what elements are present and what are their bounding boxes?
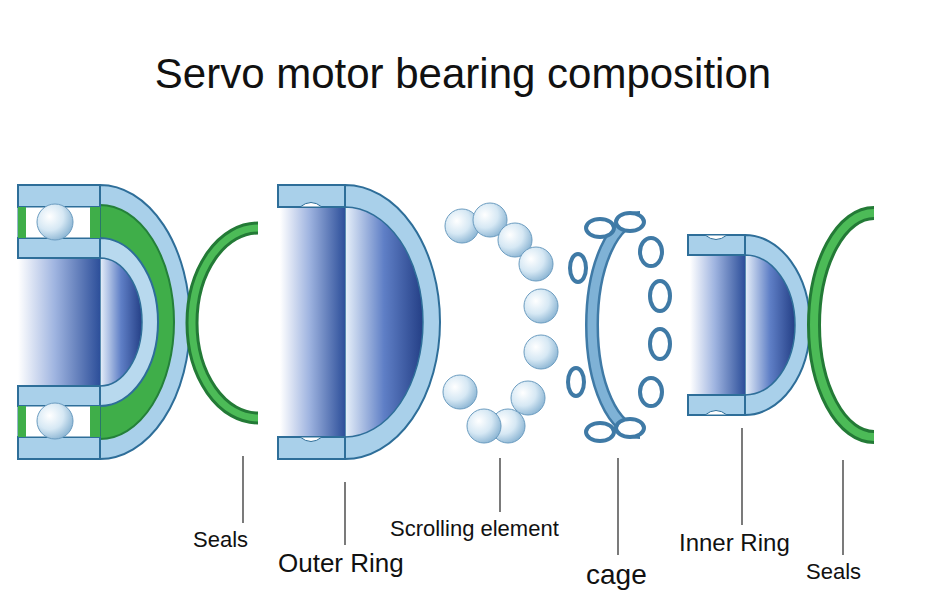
part-label: Inner Ring [679, 529, 790, 556]
cage-pocket [640, 238, 662, 266]
seal-section [18, 207, 26, 238]
diagram-title: Servo motor bearing composition [155, 50, 771, 97]
outer-ring-inside [345, 207, 423, 437]
title-holder: Servo motor bearing composition [0, 50, 926, 98]
ball [519, 247, 553, 281]
ball [467, 409, 501, 443]
leader-line [617, 458, 618, 555]
inner-ring [688, 235, 810, 415]
leader-line [242, 456, 243, 523]
outer-ring-section [18, 185, 100, 207]
bore [100, 258, 142, 386]
leader-line [741, 428, 742, 525]
outer-ring [278, 185, 440, 459]
label-holder: Outer Ring [278, 549, 404, 579]
ball [443, 375, 477, 409]
inner-ring-face [100, 238, 158, 406]
bore [745, 255, 795, 395]
outer-ring-section [18, 437, 100, 459]
part-label: Seals [806, 559, 861, 584]
raceway-groove [705, 411, 727, 416]
cage-pocket [586, 423, 614, 441]
label-holder: cage [586, 559, 647, 591]
outer-ring-face [345, 185, 440, 459]
raceway-groove [300, 437, 322, 442]
seal-ring [192, 228, 258, 418]
part-label: cage [586, 559, 647, 590]
label-holder: Inner Ring [679, 529, 790, 557]
label-holder: Seals [806, 559, 861, 584]
inner-ring-section [18, 238, 100, 258]
cage-pocket [570, 254, 586, 282]
seal-ring [814, 213, 874, 437]
seal-section [90, 406, 100, 437]
ball [524, 335, 558, 369]
ball [511, 381, 545, 415]
seal-face [192, 228, 258, 418]
seal-face [814, 213, 874, 437]
leader-line [344, 482, 345, 545]
cage-pocket [616, 419, 644, 437]
cage-pocket [586, 219, 614, 237]
leader-line [499, 458, 500, 512]
cage-ring [592, 218, 640, 432]
rolling-elements [443, 203, 558, 443]
outer-ring-section [278, 437, 345, 459]
assembled-bearing [18, 185, 190, 459]
label-holder: Seals [193, 527, 248, 552]
outer-ring-face [100, 185, 190, 459]
cage-pocket [650, 329, 670, 359]
ball [524, 289, 558, 323]
leader-line [842, 460, 843, 555]
raceway-groove [300, 203, 322, 208]
seal-edge [192, 228, 258, 418]
cage-ring [592, 218, 640, 432]
ball [37, 403, 73, 439]
cage-pocket [650, 281, 670, 311]
part-label: Scrolling element [390, 516, 559, 541]
bore-inside [690, 255, 745, 395]
inner-ring-section [688, 395, 745, 415]
seal-face [100, 205, 174, 439]
ball [37, 204, 73, 240]
outer-ring-section [278, 185, 345, 207]
seal-section [90, 207, 100, 238]
part-label: Seals [193, 527, 248, 552]
outer-ring-inside [280, 207, 345, 437]
seal-section [18, 406, 26, 437]
cage [568, 213, 670, 441]
cage-pocket [568, 368, 584, 396]
seal-edge [814, 213, 874, 437]
inner-ring-section [688, 235, 745, 255]
raceway-groove [705, 235, 727, 240]
leader-lines [243, 428, 843, 555]
part-label: Outer Ring [278, 548, 404, 578]
label-holder: Scrolling element [390, 516, 559, 541]
inner-ring-face [745, 235, 810, 415]
cage-pocket [640, 378, 662, 406]
cage-pocket [616, 213, 644, 231]
bore-inside [18, 258, 100, 386]
